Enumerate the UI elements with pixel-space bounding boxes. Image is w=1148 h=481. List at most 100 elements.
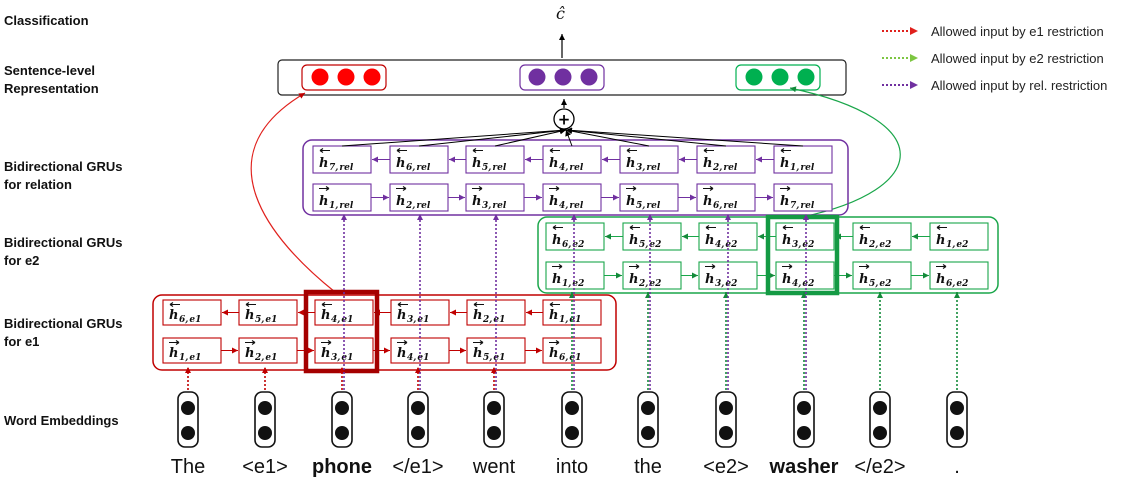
rel-backward-cell-scope: rel: [723, 163, 737, 173]
word-token: <e2>: [703, 456, 749, 478]
e2-backward-cell-index: 5: [639, 240, 645, 250]
e2-backward-cell-h: h: [859, 233, 868, 248]
rel-backward-cell-scope: rel: [800, 163, 814, 173]
embedding-dot: [181, 426, 195, 440]
rel-forward-cell-h: h: [549, 194, 558, 209]
e1-forward-cell-h: h: [549, 346, 558, 361]
rel-backward-cell-index: 4: [559, 163, 565, 173]
e1-backward-cell-index: 4: [331, 315, 337, 325]
label-classification: Classification: [4, 13, 89, 28]
rel-forward-cell-direction-arrow: [319, 186, 330, 191]
e1-forward-cell-scope: e1: [341, 353, 353, 363]
e1-backward-cell-h: h: [397, 308, 406, 323]
sentence-rel-dot: [580, 68, 598, 86]
embedding-column: [254, 391, 276, 448]
embedding-dot: [411, 401, 425, 415]
embedding-column: [483, 391, 505, 448]
e2-forward-cell-index: 1: [562, 279, 568, 289]
embedding-dot: [641, 401, 655, 415]
embedding-dot: [565, 426, 579, 440]
e1-backward-cell-scope: e1: [417, 315, 429, 325]
sentence-e2-dot: [745, 68, 763, 86]
embedding-dot: [873, 401, 887, 415]
rel-forward-cell-comma: ,: [795, 201, 799, 211]
rel-backward-cell-h: h: [626, 156, 635, 171]
e1-backward-cell-scope: e1: [493, 315, 505, 325]
e2-forward-cell-scope: e2: [879, 279, 891, 289]
e1-forward-cell-scope: e1: [189, 353, 201, 363]
e2-backward-cell-scope: e2: [572, 240, 584, 250]
rel-forward-cell-direction-arrow: [780, 186, 791, 191]
e2-forward-cell-scope: e2: [956, 279, 968, 289]
e1-forward-cell-comma: ,: [184, 353, 188, 363]
rel-to-plus-line: [341, 127, 567, 147]
e2-forward-cell-direction-arrow: [552, 264, 563, 269]
e1-backward-cell-h: h: [473, 308, 482, 323]
embedding-dot: [719, 401, 733, 415]
sentence-rel-dot: [528, 68, 546, 86]
e1-backward-cell-comma: ,: [184, 315, 188, 325]
word-token: went: [472, 456, 516, 478]
e1-forward-cell-comma: ,: [412, 353, 416, 363]
e2-backward-cell-direction-arrow: [859, 225, 870, 230]
rel-forward-cell-index: 5: [636, 201, 642, 211]
word-embeddings: [177, 391, 968, 448]
rel-backward-cell-direction-arrow: [396, 148, 407, 153]
rel-forward-cell-scope: rel: [569, 201, 583, 211]
e2-backward-cell-direction-arrow: [936, 225, 947, 230]
e2-backward-cell-h: h: [936, 233, 945, 248]
e1-backward-cell-direction-arrow: [473, 302, 484, 307]
rel-forward-cell-h: h: [472, 194, 481, 209]
rel-backward-cell-index: 7: [329, 163, 336, 173]
e2-forward-cell-index: 3: [715, 279, 721, 289]
e1-forward-cell-comma: ,: [488, 353, 492, 363]
e1-forward-cell-direction-arrow: [245, 340, 256, 345]
rel-forward-cell-comma: ,: [718, 201, 722, 211]
e1-backward-cell-scope: e1: [341, 315, 353, 325]
word-token: </e2>: [854, 456, 905, 478]
e1-gru-box: [152, 294, 617, 371]
sentence-e2-group: [735, 64, 821, 91]
e2-forward-cell-comma: ,: [874, 279, 878, 289]
legend: Allowed input by e1 restriction Allowed …: [882, 24, 1107, 93]
e1-backward-cell-direction-arrow: [549, 302, 560, 307]
rel-forward-cell-index: 1: [329, 201, 335, 211]
rel-forward-cell-index: 7: [790, 201, 797, 211]
e1-forward-cell-direction-arrow: [397, 340, 408, 345]
e2-forward-cell-direction-arrow: [782, 264, 793, 269]
embedding-dot: [565, 401, 579, 415]
label-e1-gru-2: for e1: [4, 334, 39, 349]
embedding-column: [869, 391, 891, 448]
rel-forward-cell-comma: ,: [334, 201, 338, 211]
e2-backward-cell-direction-arrow: [705, 225, 716, 230]
e2-backward-cell-h: h: [552, 233, 561, 248]
rel-forward-cell-scope: rel: [800, 201, 814, 211]
word-token: phone: [312, 456, 372, 478]
sentence-e1-group: [301, 64, 387, 91]
plus-symbol: +: [558, 111, 571, 129]
e1-backward-cell-comma: ,: [488, 315, 492, 325]
e2-forward-cell-h: h: [705, 272, 714, 287]
rel-forward-cell-scope: rel: [492, 201, 506, 211]
rel-forward-cell-h: h: [319, 194, 328, 209]
rel-to-plus-line: [494, 128, 567, 147]
input-arrows: [185, 214, 960, 390]
e2-backward-cell-comma: ,: [874, 240, 878, 250]
e1-forward-cell-h: h: [169, 346, 178, 361]
rel-forward-cell-comma: ,: [564, 201, 568, 211]
e2-backward-cell-scope: e2: [879, 240, 891, 250]
e2-backward-cell-scope: e2: [725, 240, 737, 250]
e2-backward-cell-direction-arrow: [782, 225, 793, 230]
sentence-e2-dot: [771, 68, 789, 86]
rel-backward-cell-comma: ,: [795, 163, 799, 173]
e2-forward-cell-index: 5: [869, 279, 875, 289]
e2-backward-cell-comma: ,: [951, 240, 955, 250]
